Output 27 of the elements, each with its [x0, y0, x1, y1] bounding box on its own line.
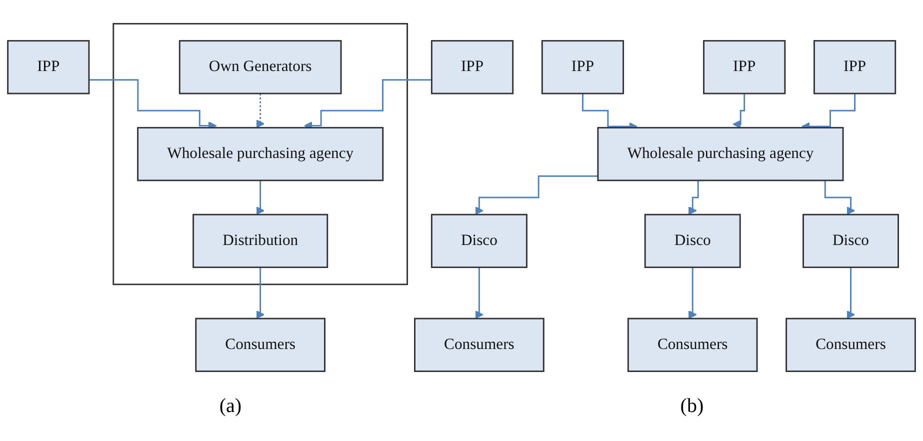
node-box: IPP — [703, 40, 786, 94]
node-box: IPP — [7, 40, 90, 94]
cluster — [112, 22, 408, 286]
arrow — [474, 175, 598, 215]
node-box: Consumers — [627, 318, 758, 372]
arrow — [732, 92, 746, 129]
node-box: IPP — [430, 40, 514, 94]
arrow — [256, 92, 265, 128]
arrow — [256, 266, 265, 319]
arrow — [256, 180, 265, 215]
node-box: IPP — [813, 40, 896, 94]
node-box: Consumers — [195, 318, 326, 372]
node-box: Disco — [644, 214, 741, 268]
node-box: Distribution — [192, 214, 328, 268]
node-box: Consumers — [414, 318, 544, 372]
node-box: Wholesale purchasing agency — [137, 126, 384, 182]
panel-label: (a) — [219, 395, 242, 418]
node-box: Own Generators — [178, 40, 342, 94]
node-box: Wholesale purchasing agency — [597, 126, 844, 182]
node-box: Disco — [802, 214, 899, 268]
node-box: Disco — [430, 214, 528, 268]
node-box: Consumers — [786, 318, 916, 372]
arrow — [688, 266, 697, 319]
panel-label: (b) — [680, 395, 704, 418]
arrow — [474, 266, 484, 319]
node-box: IPP — [541, 40, 624, 94]
arrow — [846, 266, 856, 319]
